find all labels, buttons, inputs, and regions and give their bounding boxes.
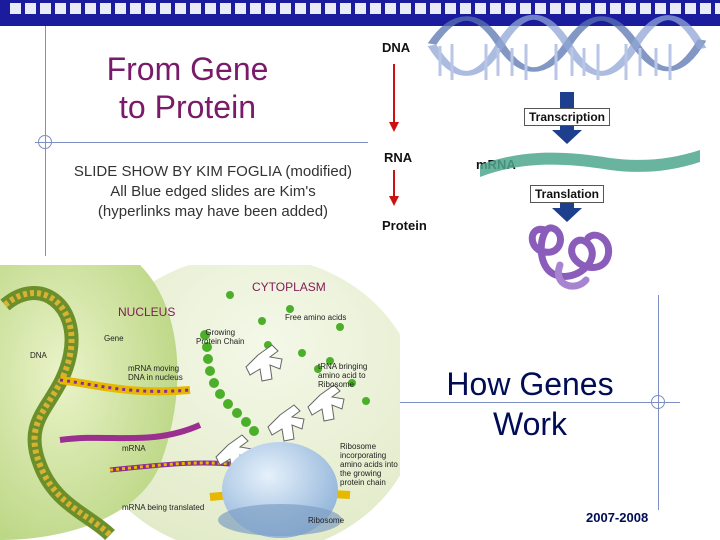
divider-bottom-right [390,402,680,403]
process-arrow-icon [552,200,582,222]
slide-title: From Gene to Protein [60,50,315,126]
how-genes-work-link[interactable]: How Genes Work [420,364,640,444]
title-line: to Protein [119,89,256,125]
header-cell [550,3,561,14]
header-cell [430,3,441,14]
header-cell [295,3,306,14]
header-cell [10,3,21,14]
subtitle-line: SLIDE SHOW BY KIM FOGLIA (modified) [73,163,353,180]
protein-coil-icon [528,224,613,290]
header-cell [640,3,651,14]
header-cell [40,3,51,14]
header-cell [655,3,666,14]
header-cell [400,3,411,14]
header-cell [595,3,606,14]
ribosome-label: Ribosome [308,516,345,525]
header-cell [265,3,276,14]
header-cell [25,3,36,14]
rna-label: RNA [384,150,413,165]
title-line: From Gene [106,51,269,87]
header-cell [280,3,291,14]
header-cell [100,3,111,14]
divider-top-left [38,142,368,143]
subtitle-line: All Blue edged slides are Kim's [110,183,316,200]
protein-label: Protein [382,218,427,233]
header-cell [385,3,396,14]
header-cell [535,3,546,14]
year-label: 2007-2008 [586,510,649,525]
cell-illustration [0,265,400,540]
header-cell [520,3,531,14]
mrna-translated-label: mRNA being translated [122,503,205,512]
header-cell [415,3,426,14]
header-cell [220,3,231,14]
translation-label: Translation [530,185,605,203]
down-arrow-icon [389,122,399,132]
transcription-label: Transcription [524,108,611,126]
crosshair-icon [35,132,55,152]
growing-chain-label: Growing Protein Chain [196,328,245,346]
header-cell [145,3,156,14]
header-cell [445,3,456,14]
dna-helix-icon [427,14,707,80]
crosshair-icon [648,392,668,412]
header-cell [250,3,261,14]
header-bar [0,0,720,26]
trna-icon [215,344,345,472]
header-cell [325,3,336,14]
header-cell [715,3,720,14]
mrna-moving-label: mRNA moving DNA in nucleus [128,364,183,382]
header-cell [160,3,171,14]
header-cell [175,3,186,14]
header-cell [475,3,486,14]
header-cell [370,3,381,14]
process-arrow-icon [552,92,582,144]
dna-label: DNA [382,40,411,55]
central-dogma-art [389,14,707,290]
subtitle-line: (hyperlinks may have been added) [97,203,329,220]
header-cell [310,3,321,14]
header-cell [685,3,696,14]
header-cell [625,3,636,14]
header-cell [565,3,576,14]
header-cell [340,3,351,14]
header-cell [490,3,501,14]
header-cell [610,3,621,14]
how-genes-line: How Genes [446,366,614,402]
header-cell [70,3,81,14]
header-cell [355,3,366,14]
header-cell [205,3,216,14]
header-cell [700,3,711,14]
header-cell [670,3,681,14]
how-genes-line: Work [492,406,568,442]
mrna-small-label: mRNA [122,444,146,453]
dna-small-label: DNA [30,351,47,360]
header-cell [235,3,246,14]
slide-subtitle: SLIDE SHOW BY KIM FOGLIA (modified) All … [58,162,368,222]
header-cell [505,3,516,14]
header-cell [115,3,126,14]
header-cell [460,3,471,14]
free-amino-acids-label: Free amino acids [285,313,347,322]
header-cell [580,3,591,14]
nucleus-label: NUCLEUS [118,305,176,319]
header-cell [85,3,96,14]
mrna-ribbon-icon [480,150,700,177]
cytoplasm-label: CYTOPLASM [252,280,326,294]
trna-bringing-label: tRNA bringing amino acid to Ribosome [318,362,368,389]
header-cell [130,3,141,14]
ribosome-incorporating-label: Ribosome incorporating amino acids into … [340,442,398,487]
header-cell [190,3,201,14]
gene-label: Gene [104,334,124,343]
amino-acid-beads [200,291,370,436]
header-cell [55,3,66,14]
down-arrow-icon [389,196,399,206]
